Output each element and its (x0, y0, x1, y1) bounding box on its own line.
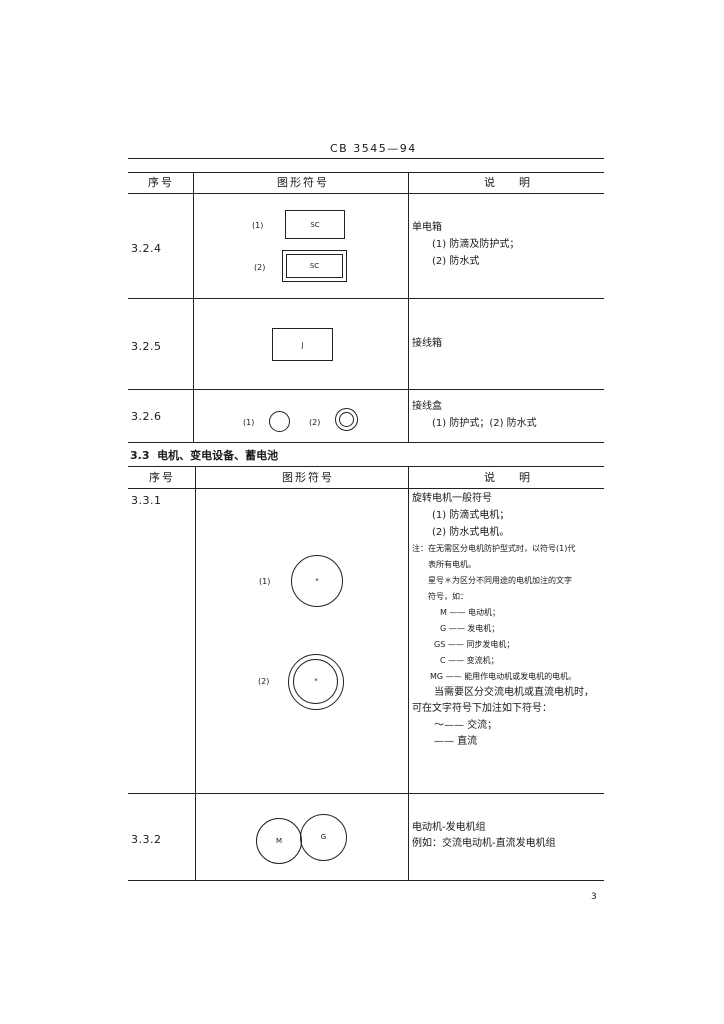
drip-proof-motor-symbol: * (291, 555, 343, 607)
symbol-label: J (301, 341, 304, 349)
page-number: 3 (591, 892, 597, 902)
desc-line: M —— 电动机； (440, 608, 500, 617)
table2-bottom-rule (128, 880, 604, 881)
desc-line: ～—— 交流； (434, 720, 498, 731)
desc-line: 注：在无需区分电机防护型式时，以符号(1)代 (412, 544, 576, 553)
motor-circle-symbol: M (256, 818, 302, 864)
desc-line: GS —— 同步发电机； (434, 640, 515, 649)
col-header-desc: 说 明 (484, 176, 532, 189)
desc-line: C —— 变流机； (440, 656, 499, 665)
drip-proof-box-symbol: SC (285, 210, 345, 239)
desc-item: (2) 防水式 (432, 256, 480, 267)
variant-mark: (1) (243, 418, 255, 427)
row-code: 3.2.6 (131, 410, 162, 423)
waterproof-junction-box-symbol (335, 408, 358, 431)
desc-title: 接线盒 (412, 401, 442, 412)
table1-bottom-rule (128, 442, 604, 443)
table1-col-divider (408, 172, 409, 442)
row-code: 3.2.5 (131, 340, 162, 353)
row-code: 3.2.4 (131, 242, 162, 255)
table1-row-divider (128, 389, 604, 390)
desc-line: 例如：交流电动机-直流发电机组 (412, 838, 556, 849)
row-code: 3.3.1 (131, 494, 162, 507)
symbol-label: G (320, 833, 327, 841)
desc-item: (1) 防滴及防护式； (432, 239, 520, 250)
desc-line: —— 直流 (434, 736, 478, 747)
variant-mark: (1) (259, 577, 271, 586)
symbol-label: SC (310, 221, 320, 229)
symbol-label: * (315, 577, 319, 585)
table1-header-top (128, 172, 604, 173)
desc-line: 符号，如： (428, 592, 468, 601)
desc-line: 电动机-发电机组 (412, 822, 486, 833)
table2-col-divider (408, 466, 409, 880)
row-code: 3.3.2 (131, 833, 162, 846)
col-header-seq: 序号 (149, 471, 175, 484)
symbol-label: SC (309, 262, 320, 270)
desc-line: 旋转电机一般符号 (412, 493, 492, 504)
table1-row-divider (128, 298, 604, 299)
desc-item: (1) 防护式；(2) 防水式 (432, 418, 537, 429)
table1-col-divider (193, 172, 194, 442)
desc-line: 可在文字符号下加注如下符号： (412, 703, 552, 714)
desc-line: 当需要区分交流电机或直流电机时， (434, 687, 594, 698)
table2-col-divider (195, 466, 196, 880)
variant-mark: (1) (252, 221, 264, 230)
desc-line: MG —— 能用作电动机或发电机的电机。 (430, 672, 577, 681)
col-header-seq: 序号 (148, 176, 174, 189)
waterproof-motor-symbol: * (288, 654, 344, 710)
desc-line: G —— 发电机； (440, 624, 500, 633)
col-header-desc: 说 明 (484, 471, 532, 484)
junction-box-circle-symbol (269, 411, 290, 432)
desc-line: 表所有电机。 (428, 560, 476, 569)
table2-header-top (128, 466, 604, 467)
desc-line: 星号＊为区分不同用途的电机加注的文字 (428, 576, 572, 585)
variant-mark: (2) (309, 418, 321, 427)
desc-line: (2) 防水式电机。 (432, 527, 510, 538)
section-title: 3.3 电机、变电设备、蓄电池 (130, 449, 279, 462)
symbol-label: M (275, 837, 283, 845)
desc-title: 单电箱 (412, 222, 442, 233)
desc-line: (1) 防滴式电机； (432, 510, 510, 521)
table1-top-rule (128, 158, 604, 159)
doc-code: CB 3545—94 (330, 142, 417, 155)
col-header-symbol: 图形符号 (277, 176, 329, 189)
junction-box-symbol: J (272, 328, 333, 361)
table2-row-divider (128, 793, 604, 794)
col-header-symbol: 图形符号 (282, 471, 334, 484)
desc-title: 接线箱 (412, 338, 442, 349)
variant-mark: (2) (258, 677, 270, 686)
waterproof-box-symbol: SC (282, 250, 347, 282)
symbol-label: * (314, 677, 318, 685)
table2-header-bottom (128, 488, 604, 489)
generator-circle-symbol: G (300, 814, 347, 861)
variant-mark: (2) (254, 263, 266, 272)
table1-header-bottom (128, 193, 604, 194)
